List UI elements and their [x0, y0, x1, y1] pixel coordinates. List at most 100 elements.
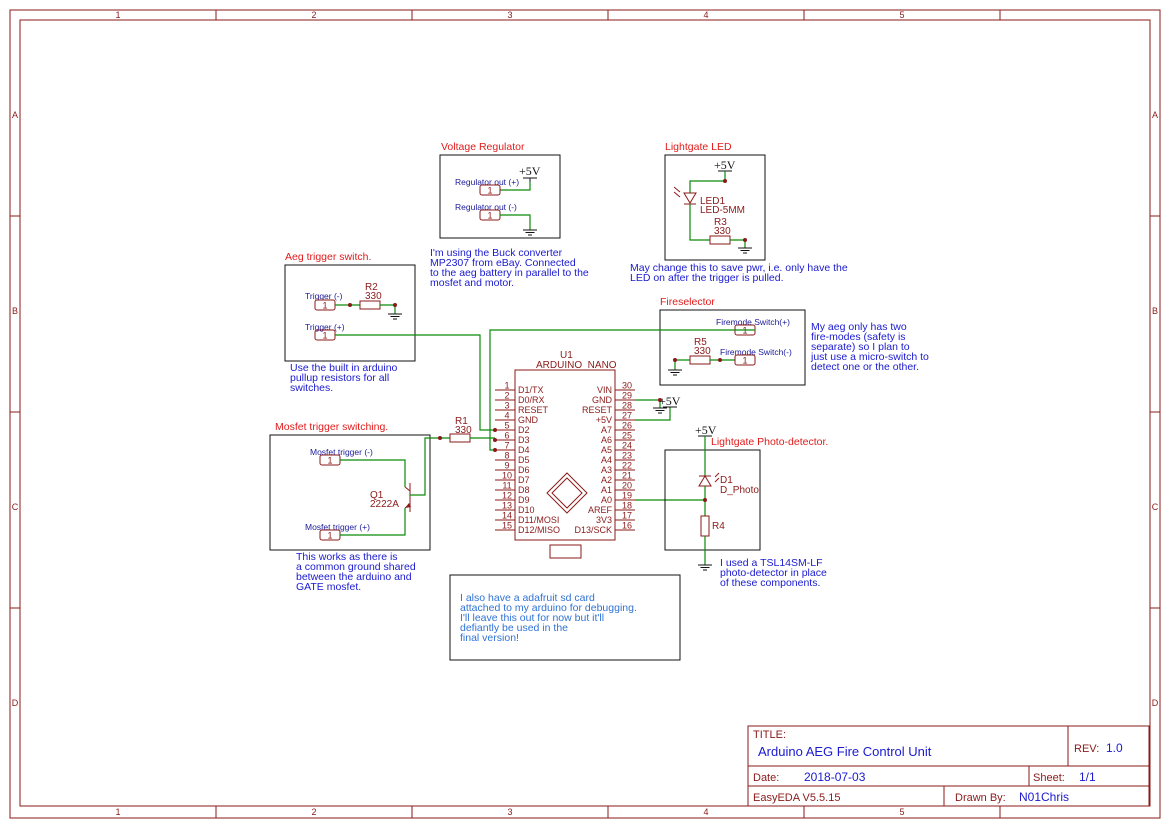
pin-number: 20 [622, 481, 632, 491]
rev-value: 1.0 [1106, 741, 1123, 755]
pin-number: 16 [622, 521, 632, 531]
pin-number: 26 [622, 421, 632, 431]
lightgate-led-block: Lightgate LED +5V LED1 LED-5MM R3 330 Ma… [630, 141, 848, 284]
row-label-left: A [12, 110, 18, 120]
note-line: LED on after the trigger is pulled. [630, 272, 784, 284]
note-line: This works as there is [296, 551, 398, 563]
pin-name: RESET [518, 405, 549, 415]
pin-number: 25 [622, 431, 632, 441]
pin-name: D1/TX [518, 385, 544, 395]
resistor-icon [359, 300, 381, 310]
ground-icon [698, 564, 712, 571]
note-line: May change this to save pwr, i.e. only h… [630, 262, 848, 274]
row-label-right: D [1152, 698, 1159, 708]
pin-name: A7 [601, 425, 612, 435]
component-value: D_Photo [720, 485, 759, 496]
pin-number: 5 [504, 421, 509, 431]
pin-number: 4 [504, 411, 509, 421]
pin-number: 1 [322, 331, 327, 341]
voltage-regulator-block: Voltage Regulator +5V Regulator out (+) … [430, 141, 589, 289]
chip-logo-icon [546, 472, 588, 514]
rev-key: REV: [1074, 743, 1099, 755]
row-label-right: C [1152, 502, 1159, 512]
pin-number: 1 [327, 456, 332, 466]
pin-number: 18 [622, 501, 632, 511]
component-value: 330 [714, 226, 731, 237]
pin-number: 11 [502, 481, 511, 491]
pin-name: D5 [518, 455, 530, 465]
power-label: +5V [519, 164, 541, 178]
note-line: attached to my arduino for debugging. [460, 602, 637, 614]
pin-number: 30 [622, 381, 632, 391]
drawn-by-key: Drawn By: [955, 792, 1006, 804]
note-line: photo-detector in place [720, 567, 827, 579]
component-ref: D1 [720, 475, 733, 486]
net-label: Trigger (-) [305, 291, 343, 301]
power-label: +5V [695, 423, 717, 437]
pin-name: D2 [518, 425, 530, 435]
sd-card-note: I also have a adafruit sd card attached … [449, 574, 681, 661]
pin-name: D13/SCK [574, 525, 612, 535]
pin-number: 28 [622, 401, 632, 411]
component-value: ARDUINO_NANO [536, 360, 617, 371]
col-label-bottom: 5 [899, 807, 904, 817]
net-label: Firemode Switch(+) [716, 317, 790, 327]
photo-detector-block: +5V Lightgate Photo-detector. D1 D_Photo… [664, 423, 828, 589]
pin-number: 13 [502, 501, 512, 511]
pin-name: D11/MOSI [518, 515, 559, 525]
note-line: of these components. [720, 577, 820, 589]
net-label: Mosfet trigger (+) [305, 522, 370, 532]
row-label-left: B [12, 306, 18, 316]
col-label-bottom: 3 [507, 807, 512, 817]
block-title: Fireselector [660, 296, 715, 308]
pin-number: 8 [504, 451, 509, 461]
note-line: a common ground shared [296, 561, 416, 573]
pin-name: D12/MISO [518, 525, 560, 535]
pin-name: A1 [601, 485, 612, 495]
pin-name: D4 [518, 445, 530, 455]
row-label-right: A [1152, 110, 1158, 120]
pin-name: D3 [518, 435, 530, 445]
pin-number: 24 [622, 441, 632, 451]
usb-connector [549, 544, 582, 559]
net-label: Regulator out (-) [455, 202, 517, 212]
pin-number: 17 [622, 511, 632, 521]
note-line: to the aeg battery in parallel to the [430, 267, 589, 279]
pin-name: A2 [601, 475, 612, 485]
note-line: Use the built in arduino [290, 362, 398, 374]
pin-name: A0 [601, 495, 612, 505]
pin-name: A3 [601, 465, 612, 475]
pin-number: 1 [322, 301, 327, 311]
pin-name: D6 [518, 465, 530, 475]
col-label-top: 2 [311, 10, 316, 20]
row-label-left: D [12, 698, 19, 708]
pin-number: 1 [487, 186, 492, 196]
pin-number: 15 [502, 521, 512, 531]
pin-number: 1 [742, 356, 747, 366]
component-ref: LED1 [700, 196, 725, 207]
pin-name: RESET [582, 405, 613, 415]
title-block: TITLE: Arduino AEG Fire Control Unit REV… [747, 725, 1150, 807]
block-title: Lightgate Photo-detector. [711, 436, 828, 448]
component-ref: R2 [365, 282, 378, 293]
led-icon [673, 186, 697, 205]
note-line: final version! [460, 632, 519, 644]
pin-name: D0/RX [518, 395, 545, 405]
mosfet-block: Mosfet trigger switching. Mosfet trigger… [269, 416, 495, 593]
pin-number: 3 [504, 401, 509, 411]
net-label: Mosfet trigger (-) [310, 447, 373, 457]
pin-number: 23 [622, 451, 632, 461]
pin-number: 1 [487, 211, 492, 221]
pin-number: 9 [504, 461, 509, 471]
note-line: separate) so I plan to [811, 341, 910, 353]
note-line: GATE mosfet. [296, 581, 361, 593]
block-title: Lightgate LED [665, 141, 732, 153]
col-label-top: 4 [703, 10, 708, 20]
schematic-title: Arduino AEG Fire Control Unit [758, 744, 932, 759]
pin-name: A6 [601, 435, 612, 445]
pin-number: 7 [504, 441, 509, 451]
block-title: Voltage Regulator [441, 141, 525, 153]
sheet-key: Sheet: [1033, 772, 1065, 784]
